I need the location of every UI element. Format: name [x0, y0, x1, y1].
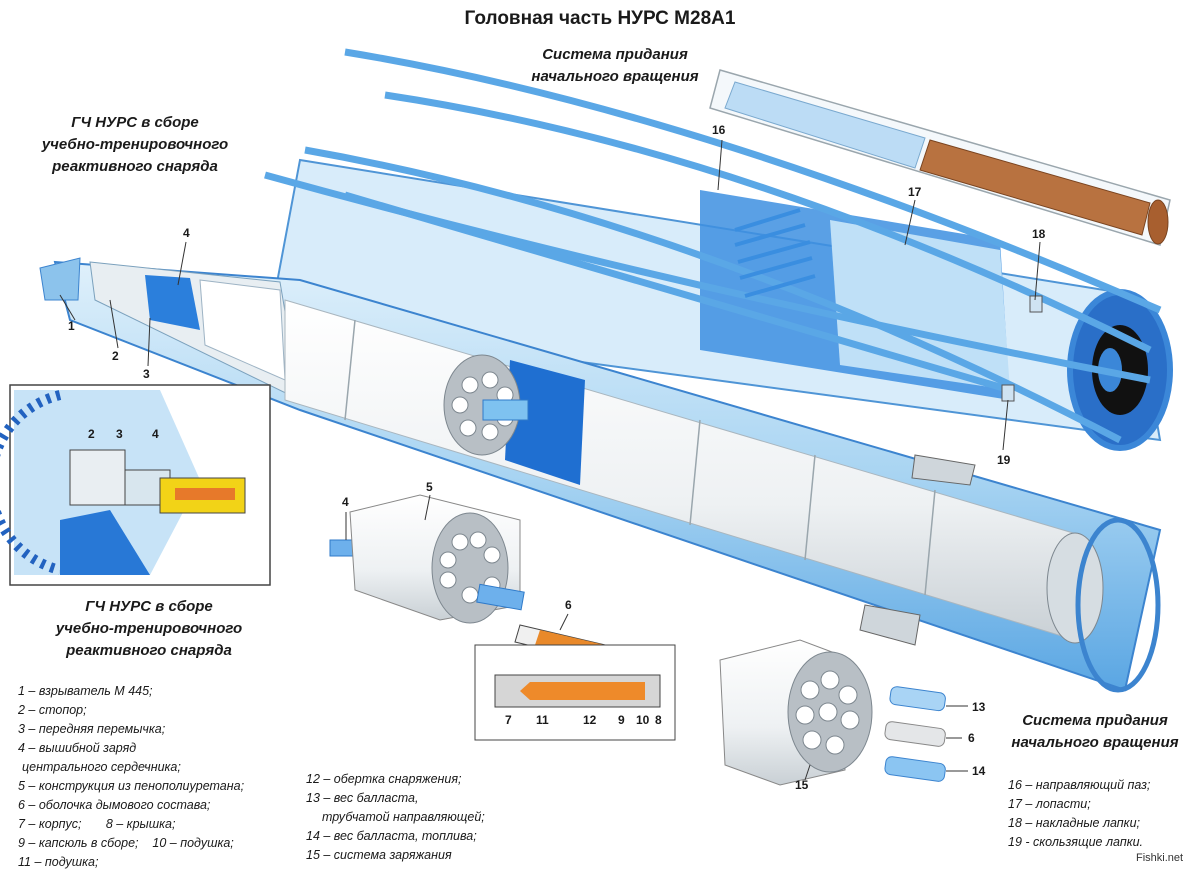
legend-item: 1 – взрыватель М 445;: [18, 684, 153, 698]
legend-item: 5 – конструкция из пенополиуретана;: [18, 779, 245, 793]
legend-item: 7 – корпус; 8 – крышка;: [18, 817, 176, 831]
callout-17: 17: [908, 185, 922, 199]
fuse-detail-inset: [0, 384, 271, 586]
spin-system-tube: [264, 48, 1173, 451]
core-callout-5: 5: [426, 480, 433, 494]
legend-item: 14 – вес балласта, топлива;: [306, 829, 477, 843]
legend-item: 13 – вес балласта,: [306, 791, 419, 805]
section-callout-11: 11: [536, 713, 549, 727]
rocket-body: [39, 257, 1162, 693]
legend-item: трубчатой направляющей;: [322, 810, 485, 824]
callout-19: 19: [997, 453, 1011, 467]
legend-item: 16 – направляющий паз;: [1008, 778, 1151, 792]
caption-line: ГЧ НУРС в сборе: [85, 598, 213, 615]
callout-3: 3: [143, 367, 150, 381]
legend-item: 18 – накладные лапки;: [1008, 816, 1141, 830]
charge-callout-15: 15: [795, 778, 809, 792]
section-callout-12: 12: [583, 713, 597, 727]
watermark: Fishki.net: [1136, 852, 1184, 864]
caption-line: ГЧ НУРС в сборе: [71, 114, 199, 131]
caption-spin-system-bottom: Система придания начального вращения: [985, 710, 1200, 754]
caption-line: Система придания: [542, 46, 688, 63]
charging-system: [719, 639, 946, 786]
charge-callout-14: 14: [972, 764, 986, 778]
section-callout-8: 8: [655, 713, 662, 727]
callout-4: 4: [183, 226, 190, 240]
leader-lines: [59, 139, 1041, 781]
legend-item: 19 - скользящие лапки.: [1008, 835, 1144, 849]
section-callout-9: 9: [618, 713, 625, 727]
caption-line: реактивного снаряда: [52, 158, 218, 175]
caption-line: учебно-тренировочного: [55, 620, 243, 637]
callout-labels: 1 2 3 4 16 17 18 19 2 3 4 4 5 6 7 11 12 …: [68, 123, 1046, 792]
core-callout-4: 4: [342, 495, 349, 509]
legend-item: 12 – обертка снаряжения;: [306, 772, 462, 786]
legend-item: центрального сердечника;: [22, 760, 181, 774]
legend-item: 9 – капсюль в сборе; 10 – подушка;: [18, 836, 234, 850]
capsule-callout-6: 6: [565, 598, 572, 612]
legend-item: 2 – стопор;: [18, 703, 87, 717]
inset-callout-4: 4: [152, 427, 159, 441]
caption-line: начального вращения: [1011, 734, 1179, 751]
page-title: Головная часть НУРС М28А1: [464, 8, 736, 29]
legend-item: 17 – лопасти;: [1008, 797, 1091, 811]
callout-16: 16: [712, 123, 726, 137]
legend-left: 1 – взрыватель М 445; 2 – стопор; 3 – пе…: [18, 682, 288, 872]
callout-2: 2: [112, 349, 119, 363]
legend-item: 11 – подушка;: [18, 855, 99, 869]
caption-spin-system-top: Система придания начального вращения: [500, 44, 730, 88]
legend-right: 16 – направляющий паз; 17 – лопасти; 18 …: [1008, 776, 1193, 852]
inset-callout-2: 2: [88, 427, 95, 441]
legend-item: 3 – передняя перемычка;: [18, 722, 166, 736]
legend-item: 4 – вышибной заряд: [18, 741, 137, 755]
section-callout-7: 7: [505, 713, 512, 727]
inset-callout-3: 3: [116, 427, 123, 441]
charge-callout-6: 6: [968, 731, 975, 745]
caption-warhead-bottom: ГЧ НУРС в сборе учебно-тренировочного ре…: [34, 596, 264, 662]
callout-18: 18: [1032, 227, 1046, 241]
legend-middle: 12 – обертка снаряжения; 13 – вес баллас…: [306, 770, 526, 865]
section-view: [474, 644, 676, 741]
caption-line: реактивного снаряда: [66, 642, 232, 659]
caption-line: учебно-тренировочного: [41, 136, 229, 153]
callout-1: 1: [68, 319, 75, 333]
core-assembly: [329, 494, 525, 624]
legend-item: 6 – оболочка дымового состава;: [18, 798, 211, 812]
legend-item: 15 – система заряжания: [306, 848, 452, 862]
caption-line: Система придания: [1022, 712, 1168, 729]
caption-warhead-top: ГЧ НУРС в сборе учебно-тренировочного ре…: [20, 112, 250, 178]
section-callout-10: 10: [636, 713, 650, 727]
charge-callout-13: 13: [972, 700, 986, 714]
capsule-inset: [709, 69, 1171, 246]
caption-line: начального вращения: [531, 68, 699, 85]
